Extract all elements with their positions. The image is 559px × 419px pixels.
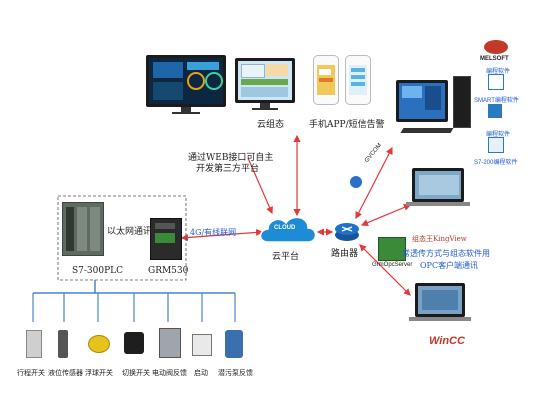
selector-switch-icon [124, 332, 144, 354]
gateway-label: GRM530 [148, 266, 189, 276]
scada-monitor-1 [146, 55, 226, 107]
wincc-label: WinCC [429, 335, 465, 347]
opc-note-line1: 常透传方式与组态软件用 [402, 249, 490, 258]
opc-server-box [378, 237, 406, 261]
device-label-sewage-pump: 潜污泵反馈 [218, 370, 253, 377]
opc-server-label: GrmOpcServer [372, 262, 413, 268]
cloud-badge: CLOUD [274, 225, 296, 231]
contactor-icon [192, 334, 212, 356]
phone-app [313, 55, 339, 105]
gvcom-icon [350, 176, 362, 188]
software-1: 编程软件 [486, 69, 511, 75]
melsoft-logo [484, 40, 508, 54]
sewage-pump-icon [225, 330, 243, 358]
step7-icon [488, 104, 502, 118]
smart-icon [488, 74, 504, 90]
kingview-laptop [412, 168, 464, 202]
pc-tower [453, 76, 471, 128]
software-3: 编程软件 [486, 132, 511, 138]
router-label: 路由器 [331, 249, 359, 259]
device-label-float-switch: 浮球开关 [85, 370, 113, 377]
s7-300-plc [62, 202, 104, 256]
scada-monitor-2 [235, 58, 295, 103]
router-icon [335, 223, 359, 241]
device-label-level-sensor: 液位传感器 [48, 370, 83, 377]
web-note-line2: 开发第三方平台 [196, 164, 260, 174]
scada-label: 云组态 [257, 120, 285, 130]
device-label-start: 启动 [194, 370, 208, 377]
web-note-line1: 通过WEB接口可自主 [188, 153, 274, 163]
phone-sms [345, 55, 371, 105]
programming-pc-monitor [396, 80, 448, 122]
app-alarm-label: 手机APP/短信告警 [309, 120, 385, 130]
cloud-icon [259, 216, 317, 243]
float-switch-icon [88, 335, 110, 353]
keyboard [400, 128, 454, 133]
grm530-gateway [150, 218, 182, 260]
cloud-label: 云平台 [272, 252, 300, 262]
melsoft-label: MELSOFT [480, 56, 509, 62]
device-label-limit-switch: 行程开关 [17, 370, 45, 377]
device-label-selector-switch: 切换开关 [122, 370, 150, 377]
network-link-label: 4G/有线联网 [190, 228, 237, 237]
software-4: S7-200编程软件 [474, 160, 518, 166]
wincc-laptop-base [409, 317, 471, 321]
kingview-laptop-base [406, 202, 470, 206]
software-2: SMART编程软件 [474, 98, 519, 104]
plc-label: S7-300PLC [72, 266, 124, 276]
device-label-motor-valve: 电动阀反馈 [152, 370, 187, 377]
limit-switch-icon [26, 330, 42, 358]
level-sensor-icon [58, 330, 68, 358]
ethernet-label: 以太网通讯 [107, 227, 153, 237]
wincc-laptop [415, 283, 465, 317]
opc-note-line2: OPC客户端通讯 [420, 261, 479, 270]
motor-valve-icon [159, 328, 181, 358]
s7-200-icon [488, 137, 504, 153]
kingview-brand: 组态王KingView [412, 235, 467, 243]
